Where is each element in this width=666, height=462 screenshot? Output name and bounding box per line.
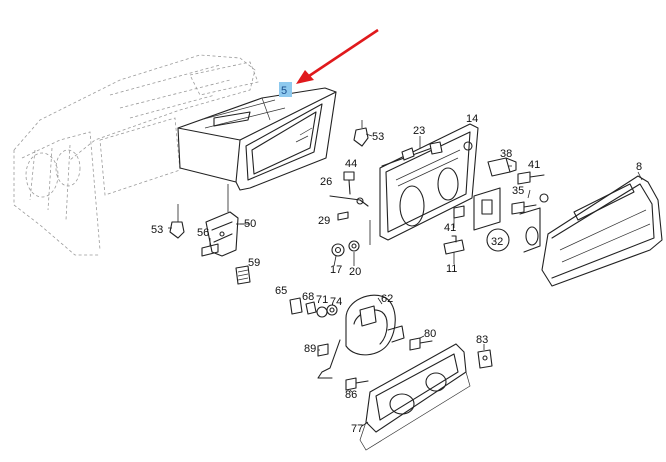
label-part-83[interactable]: 83 — [476, 334, 488, 346]
part-56-clip — [201, 238, 219, 257]
label-part-20[interactable]: 20 — [349, 266, 361, 278]
part-50-bracket — [205, 211, 244, 257]
part-80-screw — [409, 337, 433, 351]
callout-arrow — [296, 28, 379, 84]
part-8-glovebox-door — [541, 171, 663, 287]
label-part-89[interactable]: 89 — [304, 343, 316, 355]
part-89-screw — [317, 343, 329, 357]
label-part-38[interactable]: 38 — [500, 148, 512, 160]
label-part-41-top[interactable]: 41 — [528, 159, 540, 171]
label-part-68[interactable]: 68 — [302, 291, 314, 303]
label-part-59[interactable]: 59 — [248, 257, 260, 269]
part-29-screw — [337, 211, 349, 221]
part-53-clip-left — [169, 204, 185, 239]
part-86-screw — [345, 377, 369, 391]
label-part-80[interactable]: 80 — [424, 328, 436, 340]
part-44-screw — [343, 171, 355, 195]
part-53-clip-right — [353, 120, 369, 147]
label-part-65[interactable]: 65 — [275, 285, 287, 297]
part-labels: 5 8 11 14 17 20 23 26 29 32 35 38 41 41 … — [151, 85, 642, 435]
label-part-23[interactable]: 23 — [413, 125, 425, 137]
part-68-nut — [305, 301, 317, 315]
part-41-screw-lower — [453, 205, 465, 219]
part-38-lock-cylinder — [487, 157, 517, 177]
part-20-washer — [348, 240, 360, 252]
label-part-32[interactable]: 32 — [491, 236, 503, 248]
highlight-box — [279, 82, 292, 97]
label-part-50[interactable]: 50 — [244, 218, 256, 230]
part-83-clip — [477, 349, 493, 369]
part-5-glovebox-housing — [177, 87, 337, 191]
label-part-86[interactable]: 86 — [345, 389, 357, 401]
label-part-71[interactable]: 71 — [316, 294, 328, 306]
part-11-bracket — [443, 235, 465, 255]
label-part-26[interactable]: 26 — [320, 176, 332, 188]
label-part-11[interactable]: 11 — [446, 263, 457, 275]
part-14-rear-panel — [369, 123, 479, 245]
leader-lines — [168, 133, 531, 427]
label-part-53-left[interactable]: 53 — [151, 224, 163, 236]
label-part-56[interactable]: 56 — [197, 227, 209, 239]
part-62-speaker-housing — [317, 294, 405, 379]
part-41-screw-top — [517, 171, 545, 185]
label-part-17[interactable]: 17 — [330, 264, 342, 276]
part-71-washer — [316, 306, 328, 318]
part-77-lower-trim — [359, 343, 471, 451]
part-59-screw — [227, 184, 251, 285]
label-part-77[interactable]: 77 — [351, 423, 363, 435]
label-part-5[interactable]: 5 — [281, 85, 287, 97]
label-part-62[interactable]: 62 — [381, 293, 393, 305]
part-65-bolt — [289, 297, 303, 315]
label-part-41-lower[interactable]: 41 — [444, 222, 456, 234]
label-part-44[interactable]: 44 — [345, 158, 357, 170]
part-74-washer — [326, 304, 338, 316]
part-32-latch — [473, 187, 549, 253]
part-26-link-arm — [329, 195, 369, 207]
dashboard-ghost-outline — [13, 54, 259, 256]
part-35-screw — [511, 201, 537, 215]
label-part-74[interactable]: 74 — [330, 296, 342, 308]
part-17-washer — [331, 243, 345, 257]
part-23-lock-rod — [381, 136, 443, 167]
label-part-35[interactable]: 35 — [512, 185, 524, 197]
label-part-14[interactable]: 14 — [466, 113, 478, 125]
label-part-8[interactable]: 8 — [636, 161, 642, 173]
label-part-53-right[interactable]: 53 — [372, 131, 384, 143]
label-part-29[interactable]: 29 — [318, 215, 330, 227]
